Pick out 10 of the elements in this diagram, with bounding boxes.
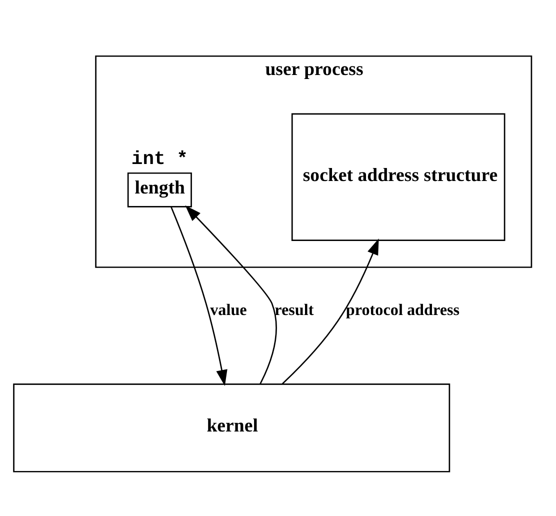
node-box: length <box>127 172 192 207</box>
node-box: socket address structure <box>291 112 506 241</box>
edge-label: result <box>274 302 314 319</box>
arrow <box>185 204 277 384</box>
arrow <box>170 206 228 386</box>
node-box: kernel <box>13 383 450 472</box>
edge-label: protocol address <box>346 302 460 319</box>
node-label: int * <box>131 147 188 170</box>
arrow <box>282 238 379 384</box>
edge-label: value <box>210 302 247 319</box>
